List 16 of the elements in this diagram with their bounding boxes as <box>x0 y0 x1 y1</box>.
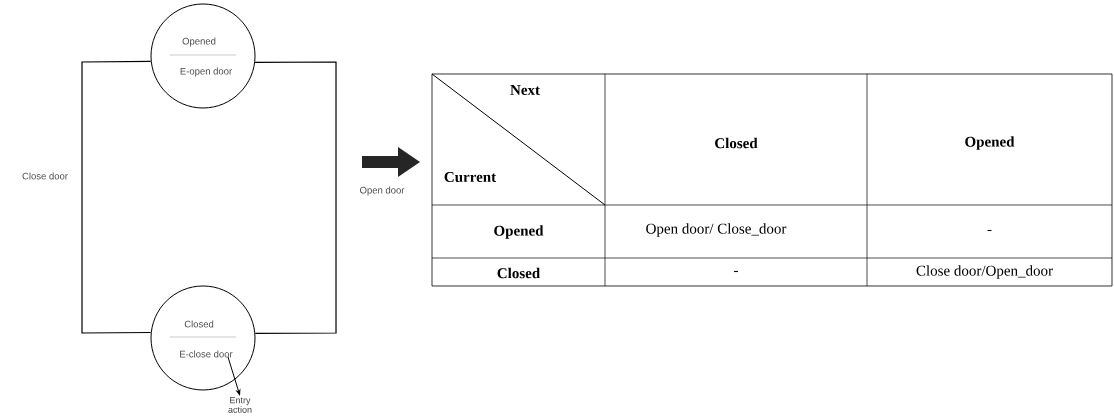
table-text: Close door/Open_door <box>916 265 1053 279</box>
table-text: Opened <box>494 225 544 239</box>
annotation-text: Entry action <box>228 397 252 413</box>
table-text: Open door/ Close_door <box>646 223 787 237</box>
table-text: Next <box>510 85 540 95</box>
table-text: - <box>734 270 738 273</box>
connector <box>254 61 337 334</box>
edge-label: Open door <box>358 185 406 197</box>
table-text: Current <box>444 171 497 183</box>
connector <box>227 356 241 396</box>
table-text: Closed <box>715 137 758 149</box>
edge-label: Close door <box>21 171 69 181</box>
table-text: Opened <box>965 136 1015 150</box>
connector <box>81 60 152 334</box>
table-text: - <box>987 229 992 232</box>
table-text: Closed <box>497 267 540 279</box>
